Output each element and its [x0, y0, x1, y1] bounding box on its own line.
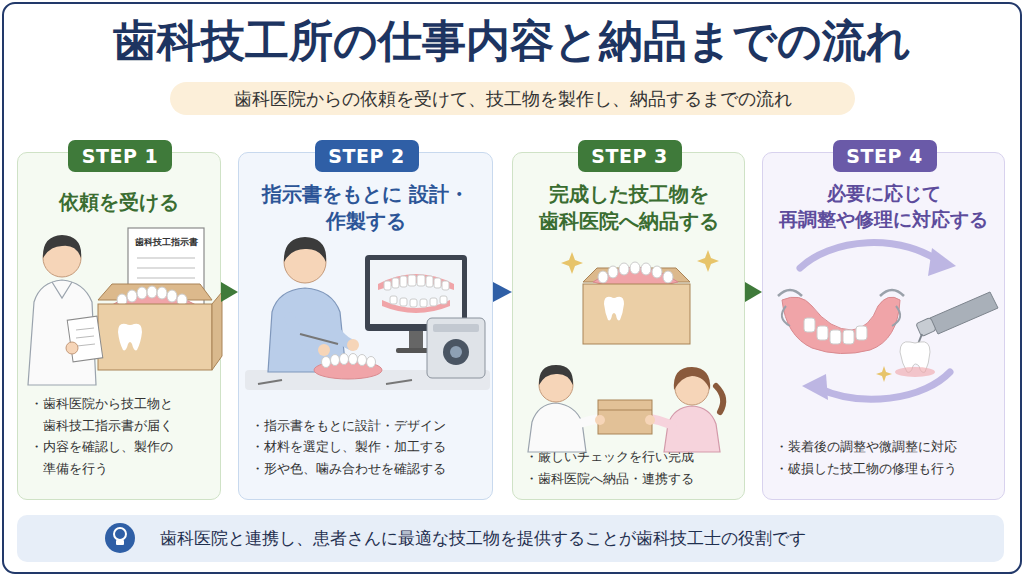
bullet-item: ・内容を確認し、製作の 準備を行う — [30, 436, 214, 479]
flow-arrow — [221, 282, 238, 302]
flow-arrow — [493, 282, 512, 302]
step-badge: STEP 1 — [68, 140, 172, 172]
bullet-list: ・指示書をもとに設計・デザイン・材料を選定し、製作・加工する・形や色、噛み合わせ… — [251, 415, 486, 479]
step-badge: STEP 3 — [578, 140, 682, 172]
delivery-illustration — [528, 250, 723, 452]
step-badge: STEP 4 — [833, 140, 937, 172]
paper-label: 歯科技工指示書 — [130, 237, 202, 248]
step-label: STEP 3 — [591, 145, 667, 167]
step-label: STEP 1 — [82, 145, 158, 167]
flow-arrow — [745, 282, 762, 302]
bullet-list: ・装着後の調整や微調整に対応・破損した技工物の修理も行う — [775, 436, 998, 479]
bullet-list: ・厳しいチェックを行い完成・歯科医院へ納品・連携する — [525, 446, 738, 489]
bullet-item: ・厳しいチェックを行い完成 — [525, 446, 738, 467]
bullet-item: ・歯科医院から技工物と 歯科技工指示書が届く — [30, 393, 214, 436]
step-card: 指示書をもとに 設計・作製する・指示書をもとに設計・デザイン・材料を選定し、製作… — [238, 152, 493, 500]
summary-band: 歯科医院と連携し、患者さんに最適な技工物を提供することが歯科技工士の役割です — [17, 515, 1004, 562]
bullet-item: ・歯科医院へ納品・連携する — [525, 468, 738, 489]
step-label: STEP 4 — [846, 145, 922, 167]
step-heading: 依頼を受ける — [24, 189, 214, 216]
band-text: 歯科医院からの依頼を受けて、技工物を製作し、納品するまでの流れ — [234, 87, 792, 111]
lightbulb-icon — [105, 523, 135, 553]
bullet-list: ・歯科医院から技工物と 歯科技工指示書が届く・内容を確認し、製作の 準備を行う — [30, 393, 214, 479]
bullet-item: ・破損した技工物の修理も行う — [775, 458, 998, 479]
band-text: 歯科医院と連携し、患者さんに最適な技工物を提供することが歯科技工士の役割です — [160, 527, 806, 550]
receive-illustration — [28, 228, 222, 385]
design-illustration — [245, 237, 490, 390]
step-card: 依頼を受ける・歯科医院から技工物と 歯科技工指示書が届く・内容を確認し、製作の … — [17, 152, 221, 500]
step-badge: STEP 2 — [315, 140, 419, 172]
bullet-item: ・形や色、噛み合わせを確認する — [251, 458, 486, 479]
step-label: STEP 2 — [328, 145, 404, 167]
step-card: 必要に応じて 再調整や修理に対応する・装着後の調整や微調整に対応・破損した技工物… — [762, 152, 1005, 500]
frame-border — [3, 3, 1021, 573]
subtitle-band: 歯科医院からの依頼を受けて、技工物を製作し、納品するまでの流れ — [170, 82, 855, 115]
step-heading: 必要に応じて 再調整や修理に対応する — [769, 181, 998, 232]
repair-illustration — [778, 243, 998, 400]
step-card: 完成した技工物を 歯科医院へ納品する・厳しいチェックを行い完成・歯科医院へ納品・… — [512, 152, 745, 500]
step-heading: 完成した技工物を 歯科医院へ納品する — [519, 181, 738, 235]
bullet-item: ・指示書をもとに設計・デザイン — [251, 415, 486, 436]
step-heading: 指示書をもとに 設計・作製する — [245, 181, 486, 235]
bullet-item: ・装着後の調整や微調整に対応 — [775, 436, 998, 457]
bullet-item: ・材料を選定し、製作・加工する — [251, 436, 486, 457]
page-title: 歯科技工所の仕事内容と納品までの流れ — [0, 12, 1024, 70]
